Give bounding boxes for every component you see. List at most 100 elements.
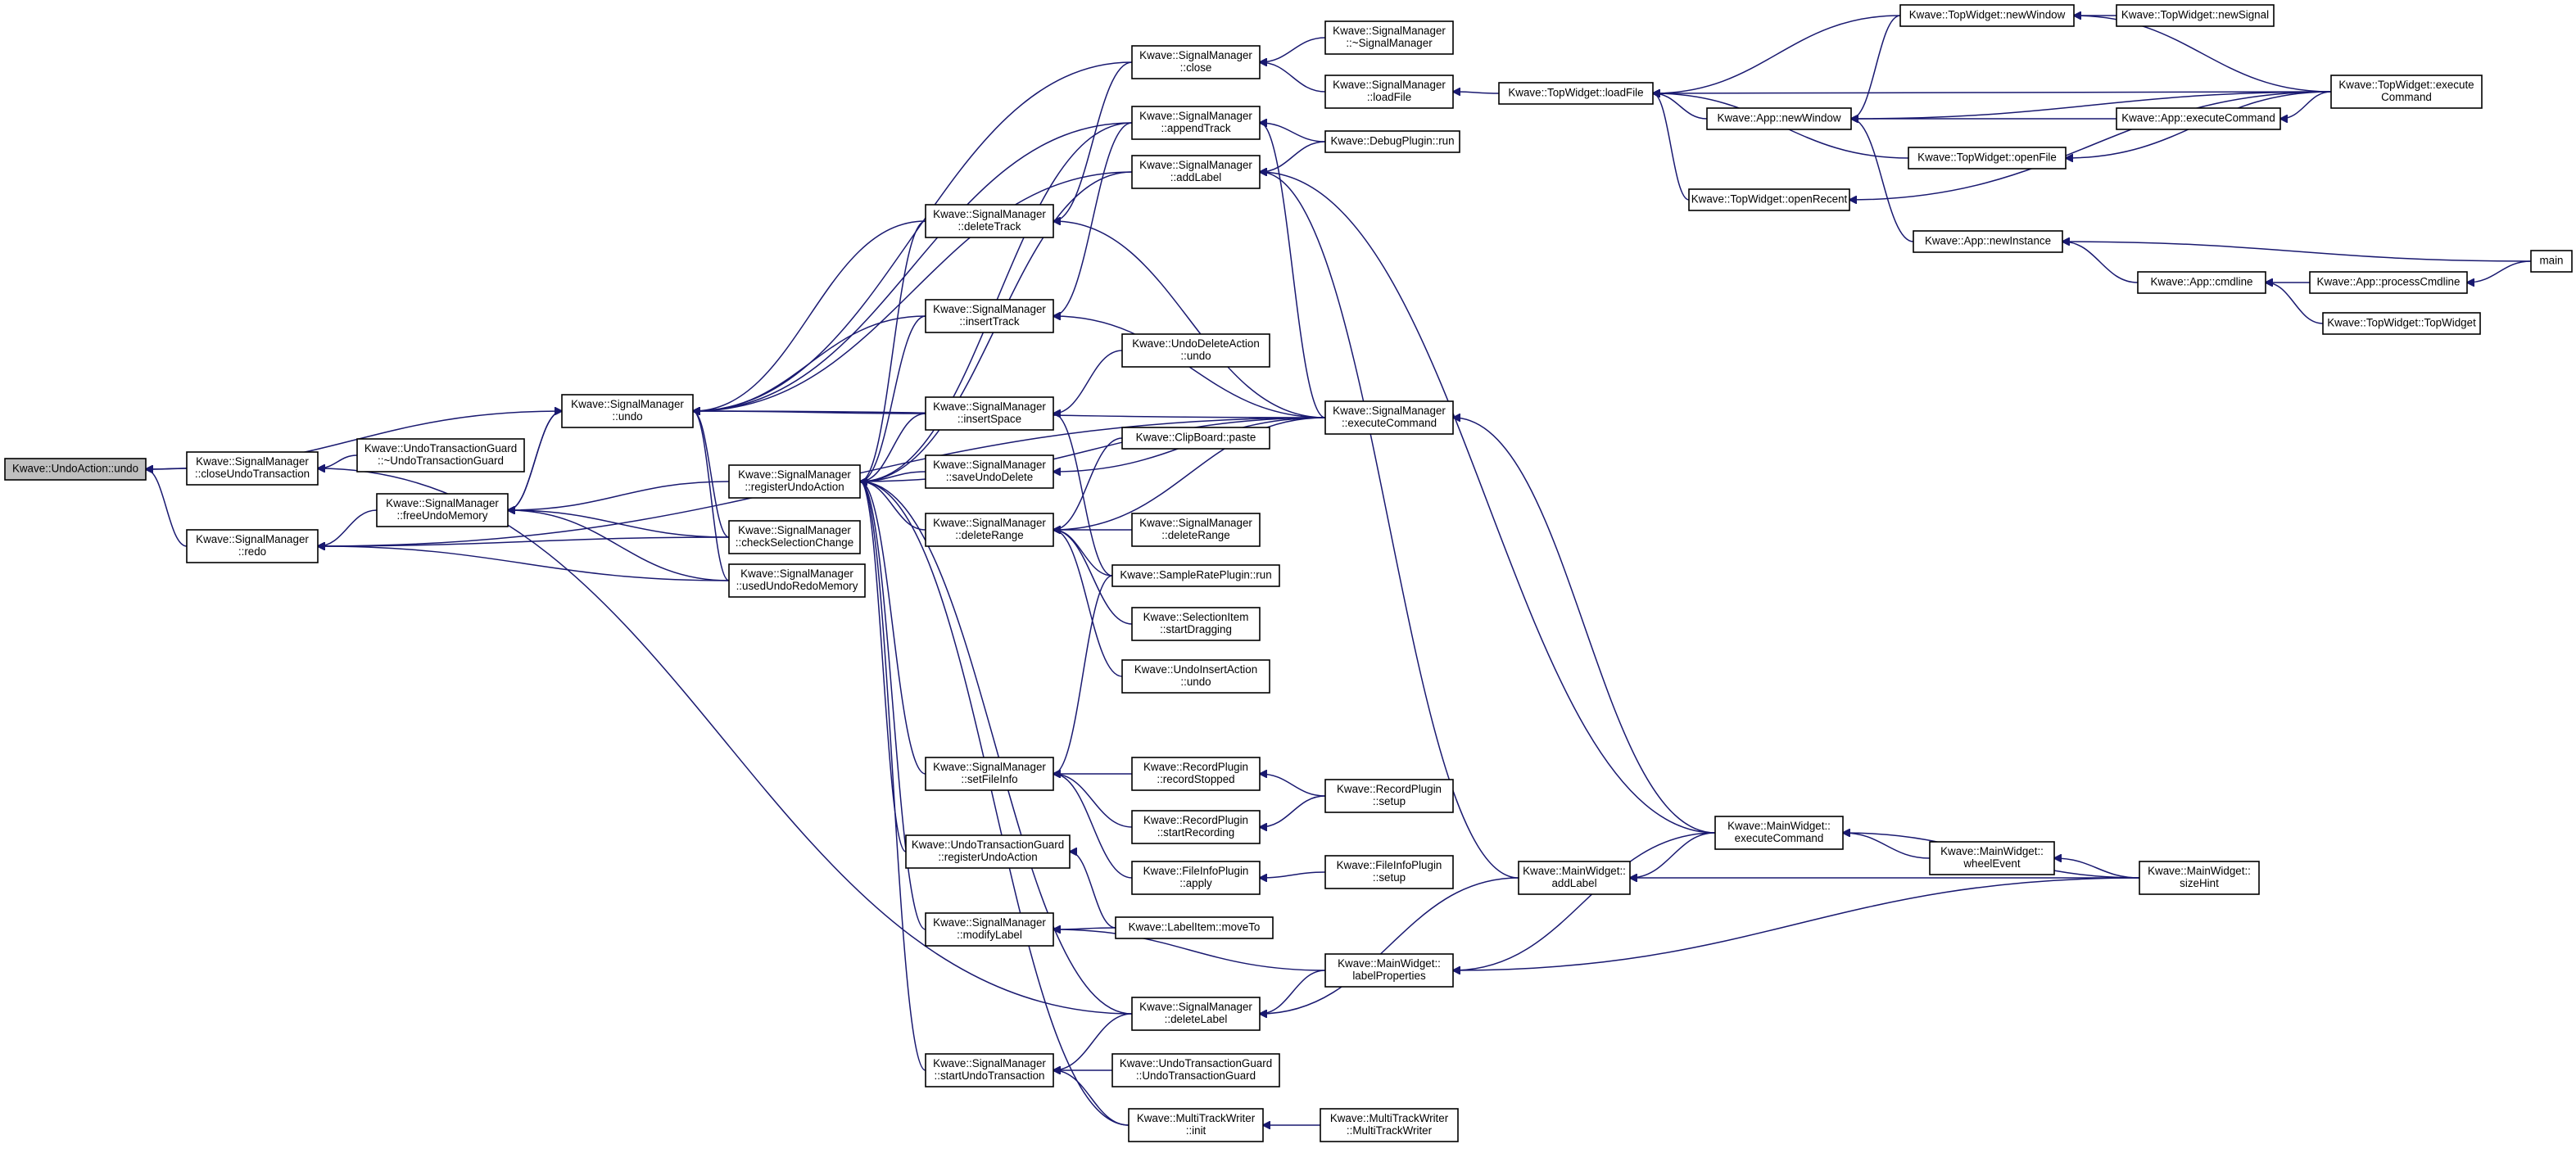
function-node[interactable]: Kwave::SignalManager::deleteRange: [925, 513, 1054, 547]
function-node[interactable]: Kwave::TopWidget::loadFile: [1498, 82, 1654, 105]
function-node[interactable]: Kwave::TopWidget::newSignal: [2116, 4, 2275, 27]
function-node[interactable]: Kwave::UndoTransactionGuard::~UndoTransa…: [356, 438, 525, 473]
function-node[interactable]: Kwave::App::cmdline: [2137, 271, 2266, 294]
function-node[interactable]: Kwave::DebugPlugin::run: [1324, 130, 1460, 153]
node-box: [2137, 271, 2266, 294]
node-box: [1324, 953, 1454, 988]
node-box: [376, 493, 509, 527]
function-node[interactable]: Kwave::SignalManager::executeCommand: [1324, 400, 1454, 435]
function-node[interactable]: Kwave::TopWidget::TopWidget: [2322, 312, 2481, 335]
function-node[interactable]: Kwave::App::newInstance: [1913, 230, 2063, 253]
node-label-line: Kwave::FileInfoPlugin: [1143, 865, 1249, 877]
function-node[interactable]: Kwave::App::processCmdline: [2309, 271, 2468, 294]
node-label-line: ::executeCommand: [1342, 417, 1437, 429]
function-node[interactable]: Kwave::TopWidget::openFile: [1908, 147, 2067, 170]
function-node[interactable]: Kwave::MainWidget::wheelEvent: [1929, 841, 2055, 875]
node-label-line: Kwave::MultiTrackWriter: [1330, 1112, 1449, 1124]
function-node[interactable]: Kwave::SignalManager::modifyLabel: [925, 912, 1054, 947]
call-edge: [1851, 91, 2332, 119]
function-node[interactable]: Kwave::SampleRatePlugin::run: [1111, 564, 1280, 587]
function-node[interactable]: Kwave::RecordPlugin::setup: [1324, 779, 1454, 813]
function-node[interactable]: Kwave::SignalManager::addLabel: [1131, 155, 1261, 189]
node-label-line: ::saveUndoDelete: [946, 471, 1033, 483]
node-label-line: Kwave::LabelItem::moveTo: [1129, 921, 1261, 934]
function-node[interactable]: Kwave::SignalManager::closeUndoTransacti…: [186, 451, 319, 486]
function-node[interactable]: Kwave::FileInfoPlugin::apply: [1131, 861, 1261, 895]
function-node[interactable]: Kwave::TopWidget::newWindow: [1899, 4, 2075, 27]
function-node[interactable]: Kwave::SignalManager::redo: [186, 529, 319, 563]
function-node[interactable]: Kwave::SignalManager::checkSelectionChan…: [728, 520, 861, 554]
function-node[interactable]: Kwave::MainWidget::executeCommand: [1714, 816, 1844, 850]
node-label-line: Kwave::UndoInsertAction: [1134, 663, 1257, 676]
node-box: [1324, 855, 1454, 889]
function-node[interactable]: Kwave::MainWidget::addLabel: [1518, 861, 1631, 895]
node-label-line: Kwave::SignalManager: [933, 400, 1046, 413]
node-box: [1121, 333, 1270, 368]
function-node[interactable]: Kwave::MultiTrackWriter::init: [1128, 1108, 1264, 1142]
function-node[interactable]: main: [2530, 250, 2573, 273]
node-label-line: ::init: [1186, 1124, 1207, 1137]
function-node[interactable]: Kwave::UndoTransactionGuard::registerUnd…: [905, 834, 1071, 869]
call-edge: [1260, 970, 1326, 1014]
node-box: [925, 454, 1054, 489]
node-label-line: ::deleteTrack: [958, 220, 1021, 233]
function-node[interactable]: Kwave::SignalManager::saveUndoDelete: [925, 454, 1054, 489]
node-label-line: ::undo: [1180, 676, 1211, 688]
call-edge: [1053, 61, 1133, 221]
function-node[interactable]: Kwave::MultiTrackWriter::MultiTrackWrite…: [1320, 1108, 1459, 1142]
node-label-line: ::~UndoTransactionGuard: [378, 454, 504, 467]
function-node[interactable]: Kwave::SignalManager::appendTrack: [1131, 106, 1261, 140]
node-label-line: Kwave::MainWidget::: [2148, 865, 2251, 877]
function-node[interactable]: Kwave::App::executeCommand: [2116, 107, 2281, 130]
function-node[interactable]: Kwave::RecordPlugin::recordStopped: [1131, 757, 1261, 791]
function-node[interactable]: Kwave::SignalManager::insertSpace: [925, 396, 1054, 431]
node-box: [2139, 861, 2260, 895]
call-edge: [1260, 123, 1326, 142]
function-node[interactable]: Kwave::SignalManager::undo: [561, 394, 694, 428]
node-label-line: Kwave::SignalManager: [196, 455, 309, 468]
function-node[interactable]: Kwave::SignalManager::freeUndoMemory: [376, 493, 509, 527]
function-node[interactable]: Kwave::SignalManager::~SignalManager: [1324, 20, 1454, 55]
function-node[interactable]: Kwave::FileInfoPlugin::setup: [1324, 855, 1454, 889]
node-box: [1324, 779, 1454, 813]
node-label-line: Kwave::TopWidget::newSignal: [2121, 9, 2269, 21]
function-node[interactable]: Kwave::MainWidget::labelProperties: [1324, 953, 1454, 988]
function-node[interactable]: Kwave::UndoDeleteAction::undo: [1121, 333, 1270, 368]
function-node[interactable]: Kwave::SignalManager::startUndoTransacti…: [925, 1053, 1054, 1087]
node-box: [925, 757, 1054, 791]
function-node[interactable]: Kwave::App::newWindow: [1706, 107, 1852, 130]
function-node[interactable]: Kwave::MainWidget::sizeHint: [2139, 861, 2260, 895]
call-edge: [1053, 530, 1123, 677]
function-node[interactable]: Kwave::SignalManager::insertTrack: [925, 299, 1054, 333]
node-label-line: Kwave::SignalManager: [1139, 110, 1252, 122]
function-node[interactable]: Kwave::TopWidget::openRecent: [1688, 188, 1850, 211]
node-label-line: Kwave::SignalManager: [571, 398, 684, 410]
call-edge: [2054, 858, 2140, 879]
function-node[interactable]: Kwave::SignalManager::deleteLabel: [1131, 997, 1261, 1031]
node-box: [1913, 230, 2063, 253]
function-node[interactable]: Kwave::UndoTransactionGuard::UndoTransac…: [1111, 1053, 1280, 1087]
function-node[interactable]: Kwave::TopWidget::executeCommand: [2330, 75, 2483, 109]
function-node[interactable]: Kwave::SignalManager::deleteRange: [1131, 513, 1261, 547]
call-edge: [860, 220, 926, 482]
node-box: [1324, 400, 1454, 435]
node-label-line: Kwave::TopWidget::execute: [2338, 79, 2474, 91]
function-node[interactable]: Kwave::ClipBoard::paste: [1121, 427, 1270, 450]
node-label-line: Kwave::SignalManager: [1333, 79, 1446, 91]
node-label-line: Kwave::DebugPlugin::run: [1330, 135, 1454, 147]
function-node[interactable]: Kwave::UndoInsertAction::undo: [1121, 659, 1270, 694]
function-node[interactable]: Kwave::SignalManager::usedUndoRedoMemory: [728, 563, 866, 598]
function-node[interactable]: Kwave::LabelItem::moveTo: [1115, 916, 1274, 939]
function-node[interactable]: Kwave::RecordPlugin::startRecording: [1131, 810, 1261, 844]
function-node[interactable]: Kwave::SelectionItem::startDragging: [1131, 607, 1261, 641]
function-node[interactable]: Kwave::SignalManager::loadFile: [1324, 75, 1454, 109]
node-box: [1899, 4, 2075, 27]
function-node[interactable]: Kwave::SignalManager::deleteTrack: [925, 204, 1054, 238]
root-function-node[interactable]: Kwave::UndoAction::undo: [4, 458, 147, 481]
function-node[interactable]: Kwave::SignalManager::close: [1131, 45, 1261, 79]
function-node[interactable]: Kwave::SignalManager::setFileInfo: [925, 757, 1054, 791]
call-edge: [1053, 575, 1113, 774]
function-node[interactable]: Kwave::SignalManager::registerUndoAction: [728, 464, 861, 499]
node-label-line: Kwave::SignalManager: [386, 497, 499, 509]
call-edge: [318, 454, 358, 468]
